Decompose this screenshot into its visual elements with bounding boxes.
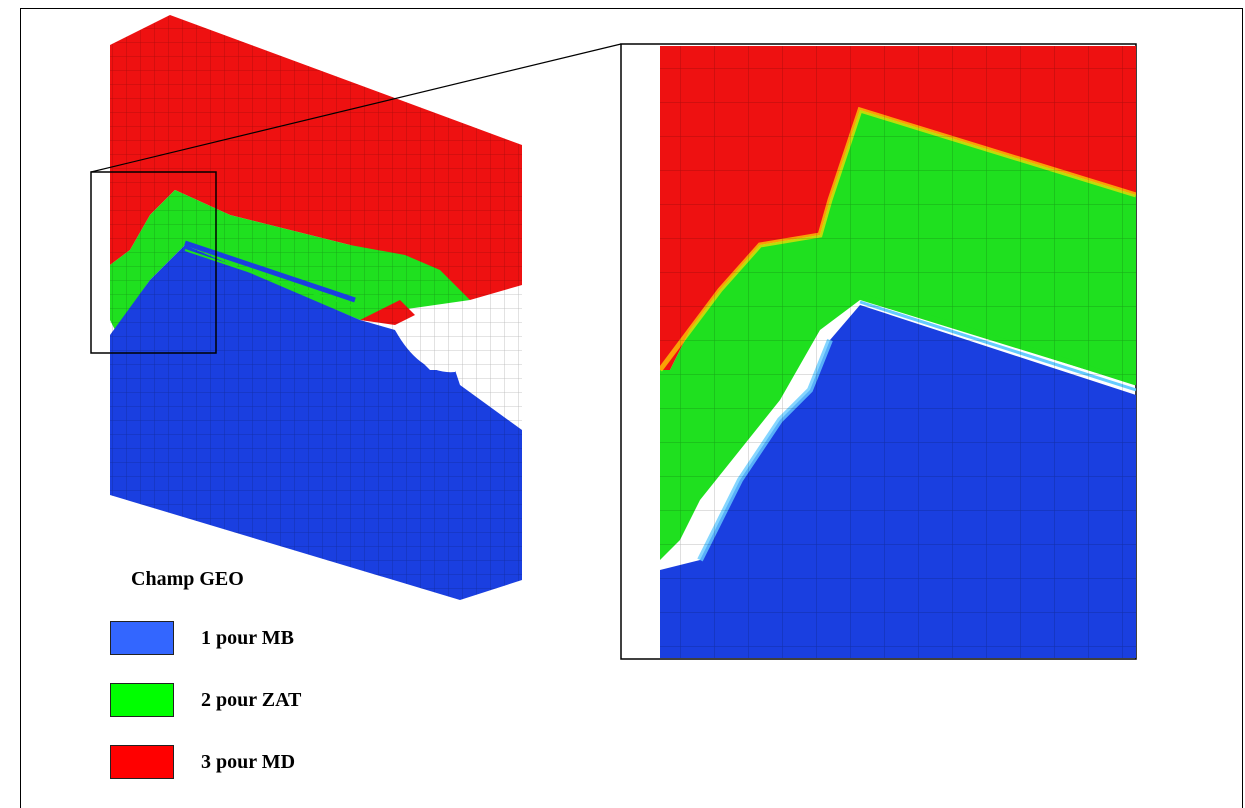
legend-label-mb: 1 pour MB: [201, 627, 294, 649]
legend-item-mb: 1 pour MB: [110, 621, 410, 657]
zoom-view: [620, 43, 1137, 660]
legend-item-md: 3 pour MD: [110, 745, 410, 781]
mesh-3d-view: [90, 15, 522, 600]
legend-item-zat: 2 pour ZAT: [110, 683, 410, 719]
legend-label-md: 3 pour MD: [201, 751, 296, 773]
zoom-region-box: [90, 171, 217, 354]
legend-title: Champ GEO: [131, 568, 244, 590]
legend-swatch-md: [110, 745, 174, 779]
legend-label-zat: 2 pour ZAT: [201, 689, 302, 711]
zoom-connector-top: [90, 43, 622, 173]
figure-frame: [20, 8, 1243, 808]
legend-swatch-zat: [110, 683, 174, 717]
legend-swatch-mb: [110, 621, 174, 655]
